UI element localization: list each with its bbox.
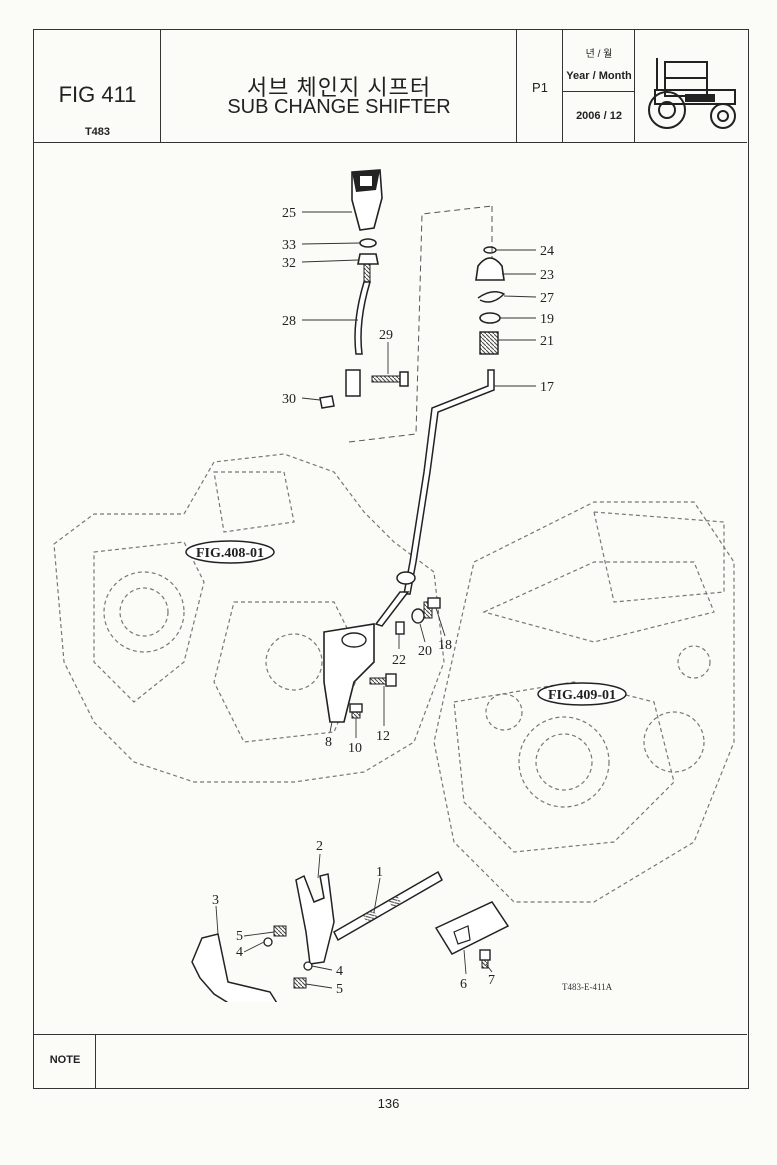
exploded-parts-diagram: FIG.408-01 FIG.409-01 25 33 32 28 29	[53, 169, 735, 1002]
page-frame: FIG 411 T483 서브 체인지 시프터 SUB CHANGE SHIFT…	[33, 29, 749, 1089]
part-label-17: 17	[540, 380, 554, 395]
ref-fig-408[interactable]: FIG.408-01	[196, 546, 264, 561]
lever-rod-28	[345, 263, 372, 397]
pin-22	[395, 621, 405, 635]
shift-shaft-1	[333, 870, 443, 942]
date-divider	[563, 91, 635, 92]
part-label-28: 28	[282, 314, 296, 329]
part-label-25: 25	[282, 206, 296, 221]
part-label-24: 24	[540, 244, 554, 259]
part-label-6: 6	[460, 977, 467, 992]
part-label-20: 20	[418, 644, 432, 659]
snap-ring-19	[479, 312, 501, 324]
model-code: T483	[84, 126, 111, 138]
tractor-cell	[635, 30, 747, 142]
part-label-12: 12	[376, 729, 390, 744]
part-label-1: 1	[376, 865, 383, 880]
title-english: SUB CHANGE SHIFTER	[227, 96, 451, 118]
date-cell: 년 / 월 Year / Month 2006 / 12	[563, 30, 635, 142]
lever-group-bracket	[348, 205, 493, 443]
washer-33	[359, 238, 377, 248]
note-label-cell: NOTE	[34, 1035, 96, 1089]
part-label-2: 2	[316, 839, 323, 854]
clip-24	[483, 246, 497, 254]
spring-5b	[293, 977, 307, 989]
part-label-27: 27	[540, 291, 554, 306]
ref-fig-409[interactable]: FIG.409-01	[548, 688, 616, 703]
tractor-icon	[648, 58, 736, 129]
boot-23	[475, 257, 505, 281]
part-label-33: 33	[282, 238, 296, 253]
page-number: 136	[377, 1096, 400, 1111]
spring-5a	[273, 925, 287, 937]
note-row: NOTE	[34, 1034, 747, 1089]
part-label-4b: 4	[336, 964, 343, 979]
nut-32	[357, 253, 379, 265]
knob-25	[351, 169, 383, 231]
fig-number: FIG 411	[58, 82, 137, 107]
bolt-7	[479, 949, 491, 969]
part-label-3: 3	[212, 893, 219, 908]
fig-cell: FIG 411 T483	[34, 30, 161, 142]
part-label-5b: 5	[336, 982, 343, 997]
ball-4b	[303, 961, 313, 971]
page-code: P1	[532, 80, 548, 95]
ref-oval-408	[185, 540, 275, 564]
date-label-korean: 년 / 월	[585, 49, 613, 60]
part-label-29: 29	[379, 328, 393, 343]
date-label-english: Year / Month	[566, 70, 632, 82]
part-label-19: 19	[540, 312, 554, 327]
part-label-21: 21	[540, 334, 554, 349]
part-label-18: 18	[438, 638, 452, 653]
title-cell: 서브 체인지 시프터 SUB CHANGE SHIFTER	[161, 30, 517, 142]
washer-20	[411, 608, 425, 624]
note-label: NOTE	[49, 1054, 81, 1066]
bolt-12	[369, 673, 397, 687]
bolt-29	[371, 371, 409, 387]
part-label-30: 30	[282, 392, 296, 407]
part-label-7: 7	[488, 973, 495, 988]
part-label-8: 8	[325, 735, 332, 750]
bracket-8	[323, 623, 375, 723]
part-label-32: 32	[282, 256, 296, 271]
shift-lever-17	[374, 369, 495, 627]
part-label-10: 10	[348, 741, 362, 756]
part-label-4a: 4	[236, 945, 243, 960]
header: FIG 411 T483 서브 체인지 시프터 SUB CHANGE SHIFT…	[34, 30, 747, 143]
spring-clip-27	[477, 291, 506, 303]
leader-lines	[215, 211, 537, 989]
plate-6	[434, 901, 510, 955]
date-value: 2006 / 12	[576, 110, 622, 122]
page-cell: P1	[517, 30, 563, 142]
shift-fork-2	[295, 873, 335, 965]
ref-oval-409	[537, 682, 627, 706]
part-label-22: 22	[392, 653, 406, 668]
spring-21	[479, 331, 499, 355]
title-korean: 서브 체인지 시프터	[246, 75, 432, 100]
nut-30	[319, 395, 335, 409]
drawing-code: T483-E-411A	[562, 982, 613, 992]
part-label-23: 23	[540, 268, 554, 283]
bolt-10	[349, 703, 363, 719]
ball-4a	[263, 937, 273, 947]
part-label-5a: 5	[236, 929, 243, 944]
bolt-18	[423, 597, 441, 619]
shift-fork-3	[191, 933, 278, 1002]
